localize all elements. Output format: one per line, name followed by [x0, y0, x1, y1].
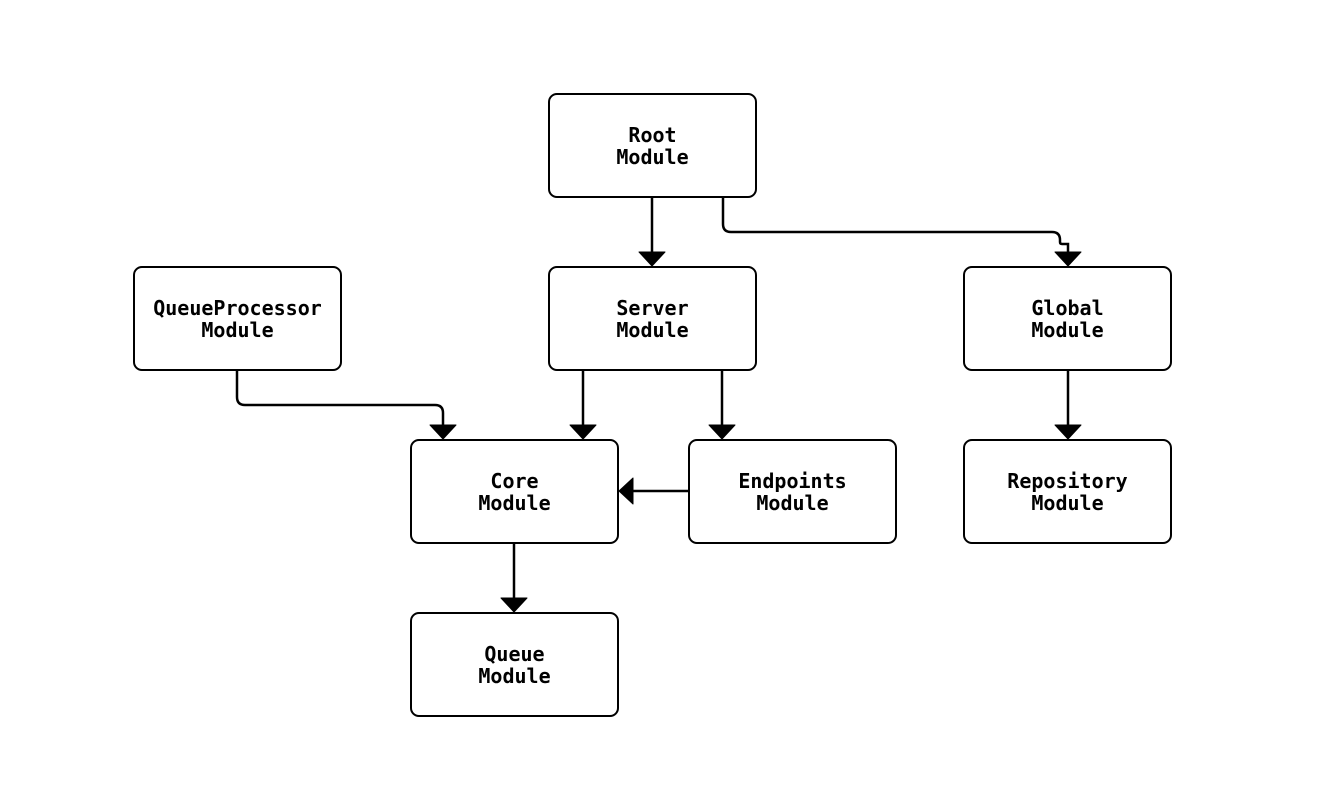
arrowhead [638, 251, 666, 267]
arrowhead [500, 597, 528, 613]
edge-endpoints-to-core [618, 477, 690, 505]
node-server-module: Server Module [548, 266, 757, 371]
edge-server-to-endpoints [708, 369, 736, 440]
node-endpoints-module: Endpoints Module [688, 439, 897, 544]
node-repository-module: Repository Module [963, 439, 1172, 544]
edge-server-to-core [569, 369, 597, 440]
node-global-module: Global Module [963, 266, 1172, 371]
edge-queueprocessor-to-core [235, 369, 457, 440]
arrowhead [618, 477, 634, 505]
arrowhead [1054, 424, 1082, 440]
arrowhead [708, 424, 736, 440]
node-queueprocessor-module: QueueProcessor Module [133, 266, 342, 371]
node-root-module: Root Module [548, 93, 757, 198]
node-queue-module: Queue Module [410, 612, 619, 717]
edge-global-to-repository [1054, 369, 1082, 440]
edge-core-to-queue [500, 542, 528, 613]
arrowhead [429, 424, 457, 440]
edge-root-to-server [638, 196, 666, 267]
arrowhead [1054, 251, 1082, 267]
arrowhead [569, 424, 597, 440]
node-core-module: Core Module [410, 439, 619, 544]
edge-root-to-global [721, 196, 1082, 267]
